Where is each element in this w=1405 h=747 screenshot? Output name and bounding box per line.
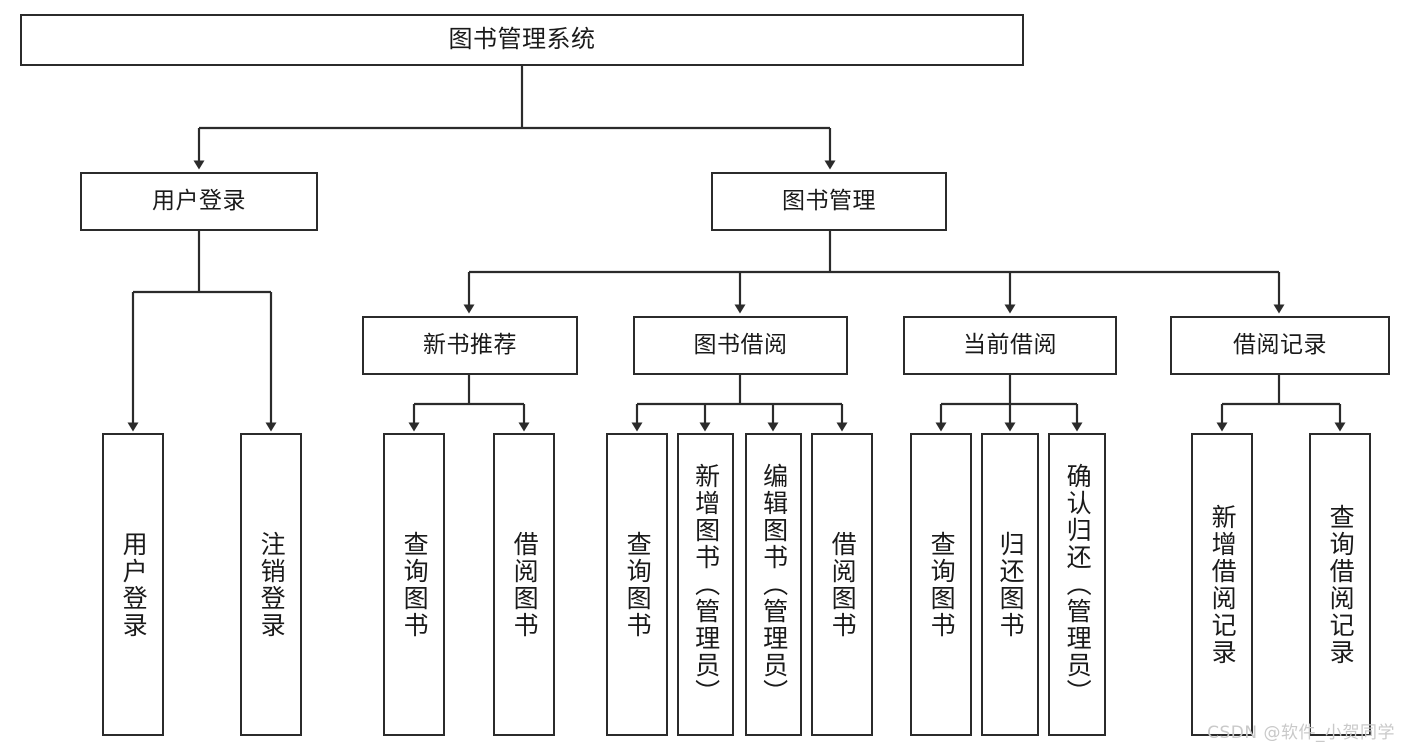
csdn-watermark: CSDN @软件_小贺同学	[1207, 723, 1395, 743]
leaf-query-book-borrow[interactable]: 查询图书	[606, 433, 668, 736]
leaf-add-borrow-record[interactable]: 新增借阅记录	[1191, 433, 1253, 736]
node-label: 确认归还（管理员）	[1063, 463, 1093, 706]
node-label: 用户登录	[119, 530, 149, 639]
node-current-borrow[interactable]: 当前借阅	[903, 316, 1117, 375]
node-borrow-record[interactable]: 借阅记录	[1170, 316, 1390, 375]
node-label: 归还图书	[996, 530, 1026, 639]
node-new-book-recommend[interactable]: 新书推荐	[362, 316, 578, 375]
leaf-add-book-admin[interactable]: 新增图书（管理员）	[677, 433, 734, 736]
leaf-borrow-book[interactable]: 借阅图书	[811, 433, 873, 736]
node-book-borrow[interactable]: 图书借阅	[633, 316, 848, 375]
node-root-system[interactable]: 图书管理系统	[20, 14, 1024, 66]
node-book-management[interactable]: 图书管理	[711, 172, 947, 231]
node-label: 查询借阅记录	[1326, 503, 1356, 666]
node-label: 查询图书	[927, 530, 957, 639]
node-label: 图书管理系统	[448, 25, 596, 54]
node-label: 新增借阅记录	[1208, 503, 1238, 666]
node-label: 查询图书	[623, 530, 653, 639]
leaf-edit-book-admin[interactable]: 编辑图书（管理员）	[745, 433, 802, 736]
leaf-user-login[interactable]: 用户登录	[102, 433, 164, 736]
node-label: 图书管理	[782, 188, 876, 215]
node-user-login[interactable]: 用户登录	[80, 172, 318, 231]
node-label: 图书借阅	[693, 332, 788, 359]
node-label: 借阅图书	[828, 530, 858, 639]
node-label: 借阅图书	[510, 530, 540, 639]
leaf-borrow-book-recommend[interactable]: 借阅图书	[493, 433, 555, 736]
node-label: 注销登录	[257, 530, 287, 639]
leaf-return-book[interactable]: 归还图书	[981, 433, 1039, 736]
node-label: 编辑图书（管理员）	[759, 463, 789, 706]
leaf-logout[interactable]: 注销登录	[240, 433, 302, 736]
leaf-query-book-current[interactable]: 查询图书	[910, 433, 972, 736]
node-label: 当前借阅	[963, 332, 1057, 359]
node-label: 用户登录	[152, 188, 246, 215]
leaf-query-borrow-record[interactable]: 查询借阅记录	[1309, 433, 1371, 736]
node-label: 新书推荐	[423, 332, 517, 359]
node-label: 查询图书	[400, 530, 430, 639]
leaf-query-book-recommend[interactable]: 查询图书	[383, 433, 445, 736]
leaf-confirm-return-admin[interactable]: 确认归还（管理员）	[1048, 433, 1106, 736]
node-label: 借阅记录	[1233, 332, 1327, 359]
node-label: 新增图书（管理员）	[691, 463, 721, 706]
